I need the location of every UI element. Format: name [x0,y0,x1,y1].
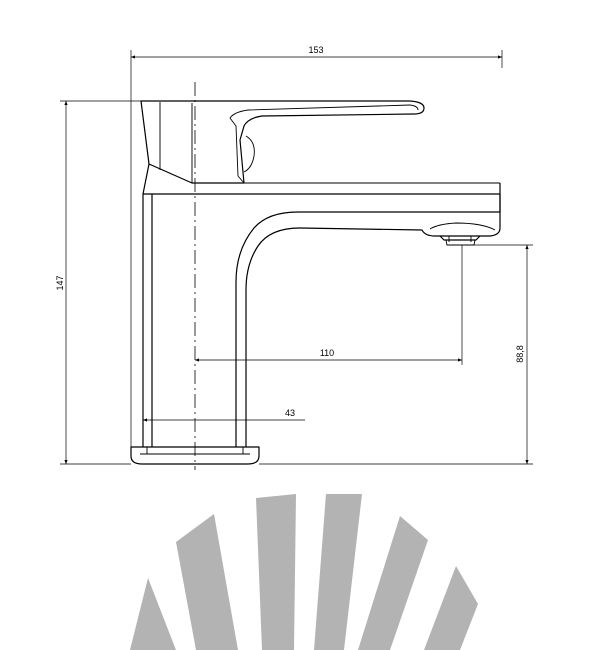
watermark-logo [130,494,478,650]
dimension-spout-reach: 110 [195,245,463,365]
dim-label-reach: 110 [320,348,334,358]
watermark-stripe [314,494,362,650]
dimension-overall-height: 147 [55,100,141,465]
watermark-stripe [358,516,428,650]
dimension-outlet-height: 88,8 [259,244,533,465]
dim-label-width: 153 [308,45,323,55]
dim-label-offset: 43 [285,408,295,418]
dimension-overall-width: 153 [130,45,503,447]
dim-label-outlet: 88,8 [515,345,525,363]
watermark-stripe [256,494,296,650]
faucet-outline [130,100,501,465]
watermark-stripe [130,578,176,650]
watermark-stripe [424,566,478,650]
dimension-base-offset: 43 [143,408,305,422]
watermark-stripe [176,514,238,650]
dim-label-height: 147 [55,275,65,290]
